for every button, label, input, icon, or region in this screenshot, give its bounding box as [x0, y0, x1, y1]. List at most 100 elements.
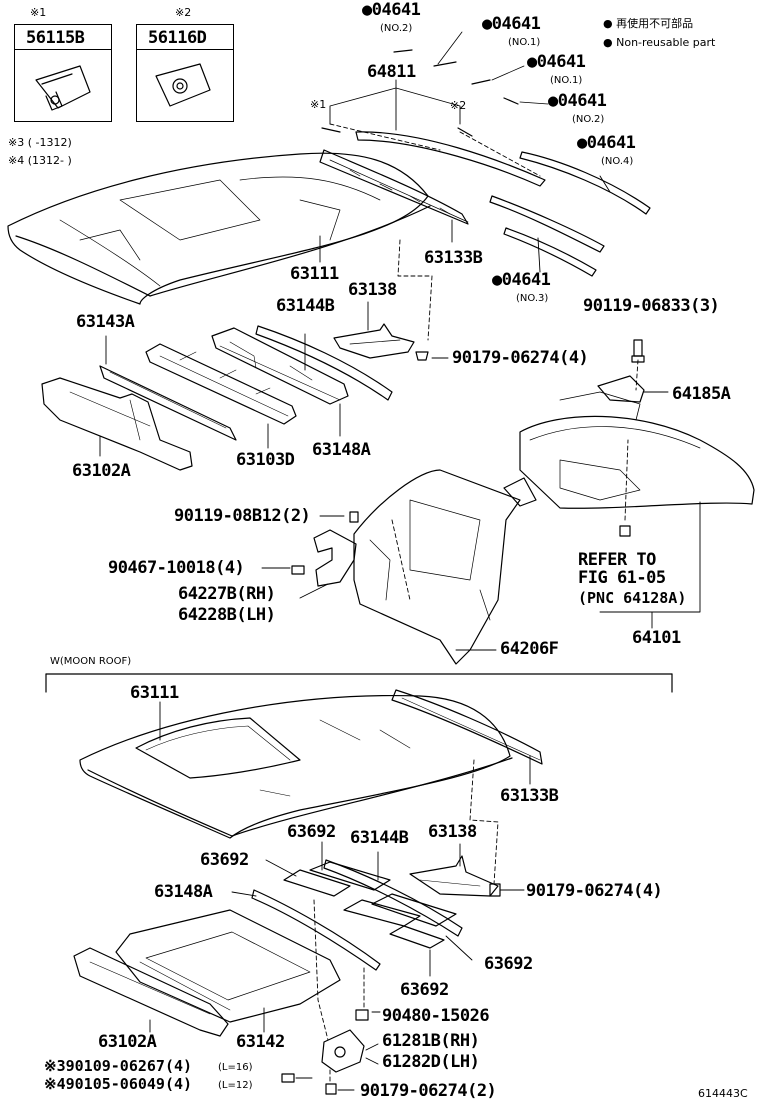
label-63133b-top: 63133B [424, 248, 483, 268]
leader-lines-top [99, 79, 701, 651]
label-90179-06274-moon-4: 90179-06274(4) [526, 881, 663, 901]
roof-bow-63144b-drawing [255, 325, 393, 401]
package-tray-drawing [503, 391, 755, 509]
dashed-leaders-top [329, 123, 639, 601]
bracket-64227b-drawing [313, 529, 357, 587]
label-04641-no2-a: ●04641 [362, 0, 421, 20]
sunroof-frame-drawing [115, 909, 341, 1023]
legend-dot-icon: ● [603, 36, 613, 49]
label-90109-06267-length: (L=16) [218, 1062, 253, 1073]
label-63692-b: 63692 [200, 850, 249, 870]
label-mark1: ※1 [310, 98, 327, 111]
label-63144b-top: 63144B [276, 296, 335, 316]
label-90467-10018: 90467-10018(4) [108, 558, 245, 578]
label-63138-top: 63138 [348, 280, 397, 300]
roof-panel-drawing [7, 152, 431, 305]
front-header-63102a-drawing [41, 377, 193, 471]
clip-pieces-top [393, 31, 549, 105]
label-04641-no1-a: ●04641 [482, 14, 541, 34]
roof-bow-63103d-drawing [145, 343, 297, 425]
leader-lines-moon [149, 701, 531, 1091]
label-04641-no1-b: ●04641 [527, 52, 586, 72]
label-63148a-moon: 63148A [154, 882, 213, 902]
roof-rear-header-drawing [319, 149, 469, 225]
label-mark2: ※2 [450, 99, 467, 112]
label-64101: 64101 [632, 628, 681, 648]
part-56116d-label: 56116D [148, 28, 207, 48]
clip-56116d-drawing [155, 63, 211, 107]
bracket-61281b-drawing [321, 1029, 365, 1073]
label-90480-15026: 90480-15026 [382, 1006, 490, 1026]
label-refer-pnc: (PNC 64128A) [578, 589, 687, 607]
label-refer-fig: FIG 61-05 [578, 568, 666, 588]
moonroof-bracket-63138-drawing [409, 855, 499, 897]
label-04641-no2-b: ●04641 [548, 91, 607, 111]
bolts-top [291, 339, 645, 575]
part-56115b-label: 56115B [26, 28, 85, 48]
inset-mark-2: ※2 [175, 6, 192, 19]
moonroof-bows-drawing [251, 859, 463, 971]
label-64227b-rh: 64227B(RH) [178, 584, 276, 604]
label-63138-moon: 63138 [428, 822, 477, 842]
label-63148a-top: 63148A [312, 440, 371, 460]
label-63103d: 63103D [236, 450, 295, 470]
label-04641-no3-sub: (NO.3) [516, 293, 549, 304]
label-90179-06274-top: 90179-06274(4) [452, 348, 589, 368]
label-64228b-lh: 64228B(LH) [178, 605, 276, 625]
label-61281b-rh: 61281B(RH) [382, 1031, 480, 1051]
label-90109-06267: ※390109-06267(4) [44, 1057, 193, 1075]
label-63143a: 63143A [76, 312, 135, 332]
label-63133b-moon: 63133B [500, 786, 559, 806]
label-64206f: 64206F [500, 639, 559, 659]
label-64811: 64811 [367, 62, 416, 82]
bracket-64185a-drawing [597, 375, 645, 403]
roof-bow-63148a-drawing [211, 327, 349, 405]
label-04641-no4: ●04641 [577, 133, 636, 153]
moonroof-rear-header-drawing [391, 689, 543, 765]
label-04641-no1-a-sub: (NO.1) [508, 37, 541, 48]
back-panel-64206f-drawing [353, 469, 521, 665]
roof-bow-63143a-drawing [99, 365, 237, 441]
label-63111-moon: 63111 [130, 683, 179, 703]
label-04641-no3: ●04641 [492, 270, 551, 290]
label-90179-06274-moon-2: 90179-06274(2) [360, 1081, 497, 1101]
bolts-moon [281, 883, 501, 1095]
label-63692-c: 63692 [484, 954, 533, 974]
legend-dot-icon: ● [603, 17, 613, 30]
inset-mark-1: ※1 [30, 6, 47, 19]
label-90105-06049-length: (L=12) [218, 1080, 253, 1091]
label-63102a-top: 63102A [72, 461, 131, 481]
moon-roof-header: W(MOON ROOF) [50, 656, 132, 667]
label-04641-no2-a-sub: (NO.2) [380, 23, 413, 34]
note-4: ※4 (1312- ) [8, 154, 72, 167]
label-64185a: 64185A [672, 384, 731, 404]
illustration-code: 614443C [698, 1087, 748, 1100]
label-90119-08b12: 90119-08B12(2) [174, 506, 311, 526]
pads-63692-drawing [283, 861, 457, 949]
label-63142: 63142 [236, 1032, 285, 1052]
label-90105-06049: ※490105-06049(4) [44, 1075, 193, 1093]
label-63111-top: 63111 [290, 264, 339, 284]
label-refer-to: REFER TO [578, 550, 656, 570]
inset-box-56116d [136, 24, 234, 122]
label-63692-a: 63692 [287, 822, 336, 842]
bracket-63138-drawing [333, 323, 415, 359]
label-63144b-moon: 63144B [350, 828, 409, 848]
label-90119-06833: 90119-06833(3) [583, 296, 720, 316]
note-3: ※3 ( -1312) [8, 136, 72, 149]
label-63102a-moon: 63102A [98, 1032, 157, 1052]
moon-section-bracket [45, 673, 673, 693]
legend-jp: ● 再使用不可部品 [603, 17, 694, 30]
label-61282d-lh: 61282D(LH) [382, 1052, 480, 1072]
label-04641-no2-b-sub: (NO.2) [572, 114, 605, 125]
moonroof-front-header-drawing [73, 947, 229, 1037]
label-63692-d: 63692 [400, 980, 449, 1000]
legend-en: ● Non-reusable part [603, 36, 716, 49]
moonroof-roof-panel-drawing [79, 694, 513, 839]
moulding-strips [321, 127, 651, 277]
inset-box-56115b [14, 24, 112, 122]
label-04641-no1-b-sub: (NO.1) [550, 75, 583, 86]
dashed-leaders-moon [313, 759, 499, 1085]
